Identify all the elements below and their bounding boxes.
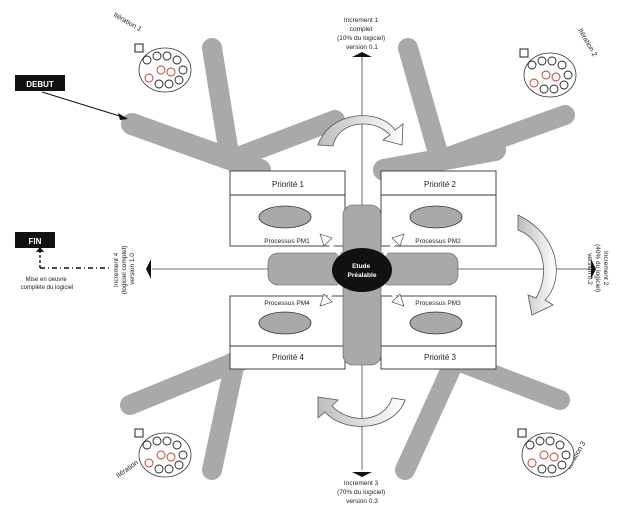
process-ellipse-2	[409, 205, 463, 229]
hub-arrows	[324, 238, 400, 302]
process-ellipse-3	[409, 311, 463, 335]
iteration-cluster-2	[519, 48, 577, 98]
cluster-node	[557, 460, 567, 470]
process-ellipse-4	[258, 311, 312, 335]
cluster-node	[539, 84, 549, 94]
cluster-node	[525, 440, 535, 450]
cluster-node	[559, 80, 569, 90]
cluster-node	[527, 60, 537, 70]
arm-top-left	[121, 38, 345, 181]
end-box	[15, 232, 55, 248]
priority-2: Priorité 2	[424, 180, 457, 189]
iteration-2-label: Itération 2	[576, 28, 598, 59]
cluster-node	[557, 60, 567, 70]
cluster-node	[164, 464, 174, 474]
cluster-node	[541, 70, 551, 80]
cluster-node	[154, 464, 164, 474]
process-ellipse-1	[258, 205, 312, 229]
cluster-node	[166, 452, 176, 462]
cluster-node	[563, 70, 573, 80]
cluster-node	[142, 55, 152, 65]
cluster-node	[549, 452, 559, 462]
cluster-node	[537, 56, 547, 66]
iteration-cluster-4	[134, 428, 192, 478]
cluster-node	[152, 51, 162, 61]
process-3: Processus PM3	[415, 300, 461, 307]
cluster-node	[174, 75, 184, 85]
arm-top-right	[373, 38, 575, 181]
center-hub	[332, 248, 392, 292]
cluster-node	[545, 436, 555, 446]
end-note: Mise en oeuvre complète du logiciel	[21, 277, 74, 291]
cluster-node	[172, 55, 182, 65]
rotation-arrow-top	[317, 115, 404, 147]
cluster-node	[154, 79, 164, 89]
priority-1: Priorité 1	[272, 180, 305, 189]
axis-end-markers	[146, 52, 596, 477]
process-4: Processus PM4	[264, 300, 310, 307]
iteration-cluster-1	[134, 43, 192, 93]
cluster-node	[178, 65, 188, 75]
quadrant-labels: Priorité 1 Processus PM1 Priorité 2 Proc…	[264, 180, 461, 362]
cluster-node	[551, 72, 561, 82]
cluster-node	[529, 78, 539, 88]
center-label: Etude Préalable	[348, 263, 377, 279]
cluster-node	[144, 458, 154, 468]
process-ellipses	[258, 205, 463, 335]
rotation-arrow-right	[517, 214, 557, 316]
cluster-node	[547, 464, 557, 474]
cluster-node	[162, 51, 172, 61]
cluster-node	[166, 67, 176, 77]
priority-4: Priorité 4	[272, 353, 305, 362]
start-label: DEBUT	[26, 80, 54, 89]
cluster-node	[549, 84, 559, 94]
cluster-square	[517, 428, 527, 438]
cluster-node	[539, 450, 549, 460]
hub-arrow-heads	[319, 233, 405, 307]
process-2: Processus PM2	[415, 238, 461, 245]
cluster-node	[555, 440, 565, 450]
cluster-node	[164, 79, 174, 89]
cluster-node	[178, 450, 188, 460]
priority-3: Priorité 3	[424, 353, 457, 362]
start-box	[15, 75, 65, 91]
process-1: Processus PM1	[264, 238, 310, 245]
cluster-square	[134, 43, 144, 53]
increment-left: Increment 4 (logiciel complet) version 1…	[113, 244, 136, 295]
cluster-node	[174, 460, 184, 470]
rotation-arrow-bottom	[317, 396, 406, 427]
cluster-node	[172, 440, 182, 450]
cluster-node	[142, 440, 152, 450]
cluster-square	[134, 428, 144, 438]
increment-bottom: Increment 3 (70% du logiciel) version 0.…	[337, 480, 387, 505]
cluster-node	[537, 464, 547, 474]
end-flow: FIN Mise en oeuvre complète du logiciel	[15, 232, 112, 291]
cluster-node	[527, 458, 537, 468]
start-flow: DEBUT	[15, 75, 128, 120]
cluster-node	[144, 73, 154, 83]
increment-top: Increment 1 complet (10% du logiciel) ve…	[337, 17, 387, 51]
cluster-node	[162, 436, 172, 446]
cluster-node	[547, 56, 557, 66]
iteration-1-label: Itération 1	[112, 12, 143, 34]
cluster-node	[156, 65, 166, 75]
increment-right: Increment 2 (40% du logiciel) version 0.…	[586, 244, 609, 294]
iteration-cluster-3	[517, 428, 575, 478]
cluster-node	[535, 436, 545, 446]
cluster-square	[519, 48, 529, 58]
iteration-clusters	[134, 43, 577, 478]
cluster-node	[152, 436, 162, 446]
cluster-node	[156, 450, 166, 460]
cluster-node	[561, 450, 571, 460]
rotation-arrows	[317, 115, 557, 427]
end-label: FIN	[29, 237, 42, 246]
